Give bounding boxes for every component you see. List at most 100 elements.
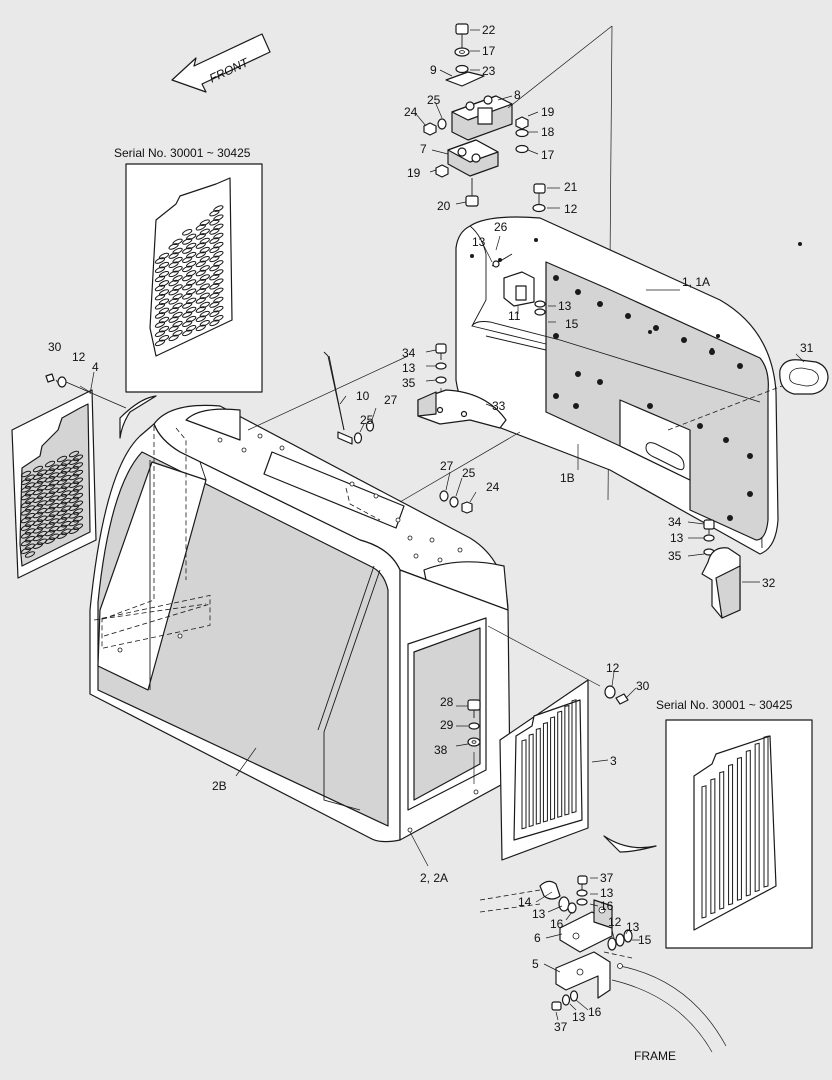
callout-32: 32: [762, 576, 776, 590]
callout-25: 25: [427, 93, 441, 107]
mesh-opening: [56, 524, 68, 532]
callout-13: 13: [670, 531, 684, 545]
callout-25: 25: [462, 466, 476, 480]
inset-lower-serial-label: Serial No. 30001 ~ 30425: [656, 698, 793, 712]
callout-7: 7: [420, 142, 427, 156]
mesh-opening: [44, 468, 56, 475]
inset-lower: Serial No. 30001 ~ 30425: [656, 698, 813, 949]
cabin-box: [89, 355, 601, 867]
prop-rod-10: [323, 351, 377, 445]
grille-slat: [550, 716, 556, 821]
mesh-opening: [20, 478, 32, 485]
callout-4: 4: [92, 360, 99, 374]
mesh-opening: [32, 511, 44, 519]
callout-12: 12: [606, 661, 620, 675]
mesh-opening: [182, 265, 193, 273]
mesh-opening: [195, 315, 206, 322]
washer-stack-mid: [439, 471, 477, 514]
mesh-opening: [32, 481, 44, 488]
mesh-opening: [68, 450, 80, 458]
mesh-opening: [20, 493, 32, 501]
grille-right-3: [499, 671, 657, 861]
grille-slat: [564, 704, 570, 816]
callout-29: 29: [440, 718, 454, 732]
mesh-opening: [68, 519, 80, 527]
mesh-opening: [182, 311, 193, 318]
mesh-opening: [68, 481, 80, 488]
callout-30: 30: [636, 679, 650, 693]
mesh-opening: [209, 319, 220, 327]
mesh-opening: [168, 288, 179, 296]
mesh-opening: [68, 466, 80, 473]
mesh-opening: [44, 529, 56, 537]
callout-9: 9: [430, 63, 437, 77]
callout-3: 3: [610, 754, 617, 768]
mesh-opening: [56, 486, 68, 493]
callout-28: 28: [440, 695, 454, 709]
mesh-opening: [195, 288, 206, 295]
mesh-opening: [68, 473, 80, 481]
mesh-opening: [68, 512, 80, 519]
mesh-opening: [56, 532, 68, 539]
callout-14: 14: [518, 895, 532, 909]
callout-labels: 22 17 9 23 8 25 24 19 18 7 17 19 21 20 1…: [48, 23, 814, 1063]
callout-22: 22: [482, 23, 496, 37]
mesh-opening: [182, 256, 193, 263]
hinge-assembly: [415, 23, 613, 501]
callout-6: 6: [534, 931, 541, 945]
mesh-opening: [182, 274, 193, 282]
mesh-opening: [20, 524, 32, 531]
callout-13: 13: [558, 299, 572, 313]
mesh-opening: [154, 330, 166, 337]
mesh-opening: [20, 501, 32, 508]
mesh-opening: [209, 273, 220, 281]
mesh-opening: [56, 517, 68, 524]
mesh-opening: [154, 284, 166, 292]
mesh-opening: [44, 537, 56, 544]
callout-1-1a: 1, 1A: [682, 275, 710, 289]
mesh-opening: [32, 496, 44, 503]
mesh-opening: [182, 247, 193, 254]
mesh-opening: [20, 509, 32, 516]
callout-34: 34: [402, 346, 416, 360]
mesh-opening: [182, 320, 193, 327]
mesh-opening: [168, 316, 179, 323]
mesh-opening: [154, 303, 166, 310]
bracket-32: [687, 519, 760, 619]
callout-15: 15: [638, 933, 652, 947]
mesh-opening: [20, 547, 32, 554]
grille-slat: [736, 756, 742, 901]
callout-12: 12: [564, 202, 578, 216]
mesh-opening: [20, 539, 32, 547]
callout-37: 37: [600, 871, 614, 885]
callout-23: 23: [482, 64, 496, 78]
mesh-opening: [182, 229, 193, 236]
grille-slat: [528, 733, 534, 828]
mesh-opening: [44, 483, 56, 491]
mesh-opening: [44, 514, 56, 521]
mesh-opening: [56, 494, 68, 501]
grille-slat: [571, 699, 577, 814]
callout-30: 30: [48, 340, 62, 354]
mesh-opening: [195, 324, 206, 332]
mesh-opening: [168, 325, 179, 332]
callout-16: 16: [588, 1005, 602, 1019]
mesh-opening: [168, 307, 179, 314]
mesh-opening: [168, 261, 179, 268]
inset-upper-openings: [154, 205, 224, 347]
mesh-opening: [56, 501, 68, 509]
callout-10: 10: [356, 389, 370, 403]
callout-2-2a: 2, 2A: [420, 871, 448, 885]
bolt-stack-upper: [425, 343, 447, 400]
mesh-opening: [44, 491, 56, 498]
callout-37: 37: [554, 1020, 568, 1034]
mesh-opening: [195, 224, 206, 231]
mesh-opening: [209, 228, 220, 235]
mesh-opening: [44, 506, 56, 514]
mesh-opening: [154, 293, 166, 301]
mesh-opening: [209, 219, 220, 226]
mesh-opening: [44, 522, 56, 529]
callout-35: 35: [402, 376, 416, 390]
mesh-opening: [195, 242, 206, 249]
